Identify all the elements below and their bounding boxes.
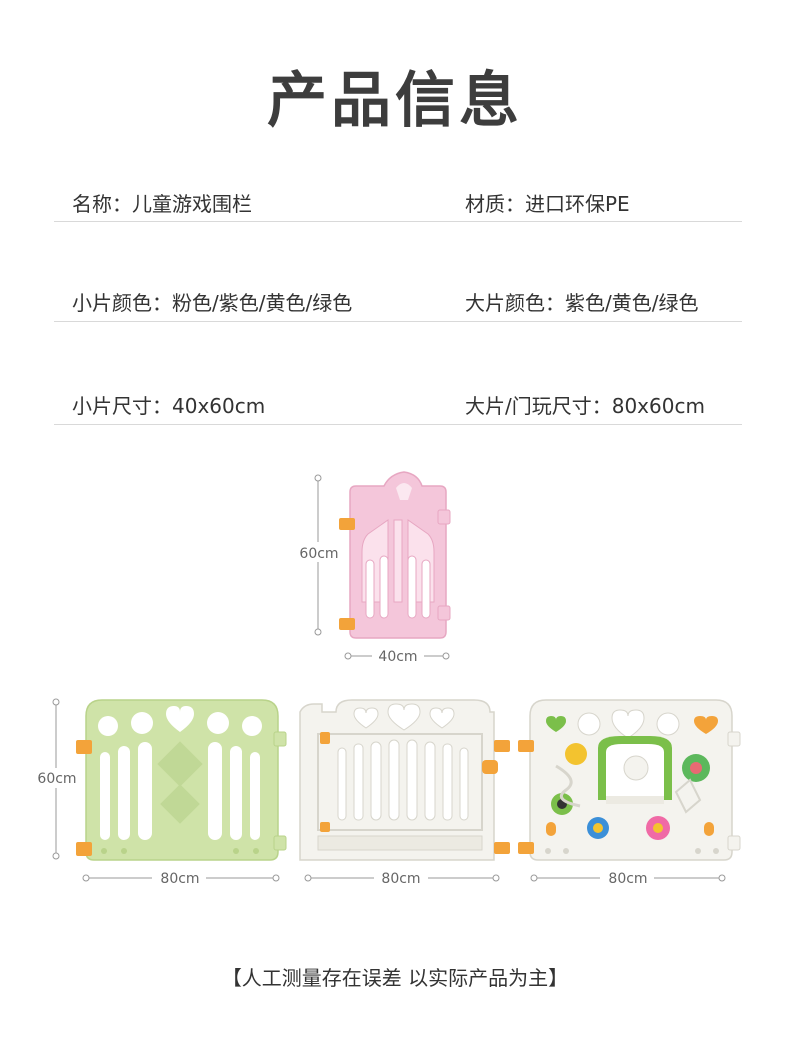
spec-divider (54, 221, 742, 222)
page-title: 产品信息 (267, 66, 523, 136)
large-height-marker (36, 698, 78, 860)
large-panel-door (299, 699, 510, 882)
large-width-label-1: 80cm (160, 871, 199, 887)
spec-small-color: 小片颜色：粉色/紫色/黄色/绿色 (72, 291, 353, 315)
measurement-note: 【人工测量存在误差 以实际产品为主】 (221, 966, 569, 990)
large-height-label: 60cm (37, 771, 76, 787)
small-panel-pink (296, 471, 451, 660)
spec-material: 材质：进口环保PE (465, 192, 630, 216)
large-width-label-2: 80cm (381, 871, 420, 887)
large-panel-green (76, 699, 287, 882)
spec-divider (54, 424, 742, 425)
large-width-label-3: 80cm (608, 871, 647, 887)
small-height-label: 60cm (299, 546, 338, 562)
spec-large-size: 大片/门玩尺寸：80x60cm (465, 394, 705, 418)
large-panel-activity (518, 699, 741, 882)
spec-small-size: 小片尺寸：40x60cm (72, 394, 266, 418)
small-width-label: 40cm (378, 649, 417, 665)
spec-name: 名称：儿童游戏围栏 (72, 192, 252, 216)
spec-large-color: 大片颜色：紫色/黄色/绿色 (465, 291, 699, 315)
spec-divider (54, 321, 742, 322)
